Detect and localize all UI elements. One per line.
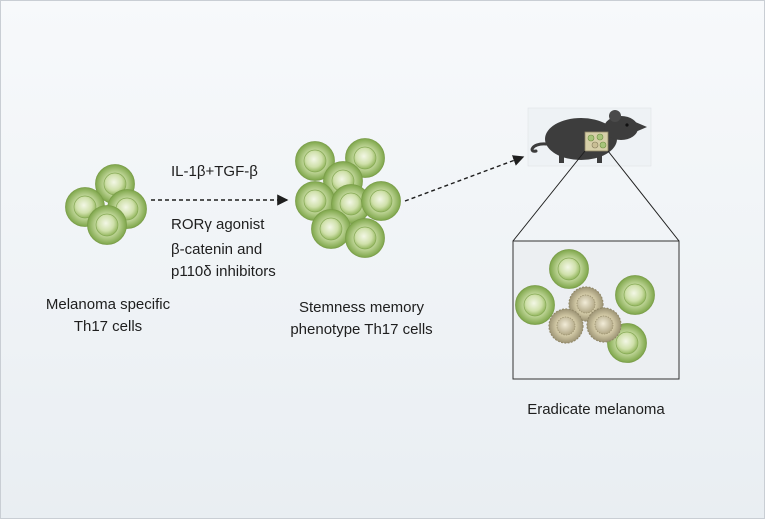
th17-cell-icon: [345, 218, 385, 258]
th17-cell-icon: [311, 209, 351, 249]
result-caption: Eradicate melanoma: [527, 401, 665, 418]
middle-th17-cluster: [295, 138, 401, 258]
th17-cell-icon: [615, 275, 655, 315]
th17-cell-icon: [549, 249, 589, 289]
zoom-line-left: [512, 150, 586, 242]
treatment-agonist-label: RORγ agonist: [171, 216, 265, 233]
middle-caption-line1: Stemness memory: [298, 299, 425, 316]
th17-cell-icon: [515, 285, 555, 325]
th17-cell-icon: [87, 205, 127, 245]
mouse-icon: [527, 107, 652, 167]
tumor-cell-icon: [586, 307, 622, 343]
th17-cell-icon: [361, 181, 401, 221]
left-caption-line1: Melanoma specific: [45, 296, 171, 313]
left-caption-line2: Th17 cells: [73, 318, 143, 335]
treatment-cytokines-label: IL-1β+TGF-β: [171, 163, 258, 180]
middle-caption-line2: phenotype Th17 cells: [290, 321, 433, 338]
treatment-inhibitors-label-2: p110δ inhibitors: [171, 263, 276, 280]
left-th17-cluster: [65, 164, 147, 245]
tumor-cell-icon: [548, 308, 584, 344]
treatment-inhibitors-label-1: β-catenin and: [171, 241, 263, 258]
dashed-arrow-icon: [404, 155, 525, 202]
zoom-line-right: [607, 150, 680, 242]
